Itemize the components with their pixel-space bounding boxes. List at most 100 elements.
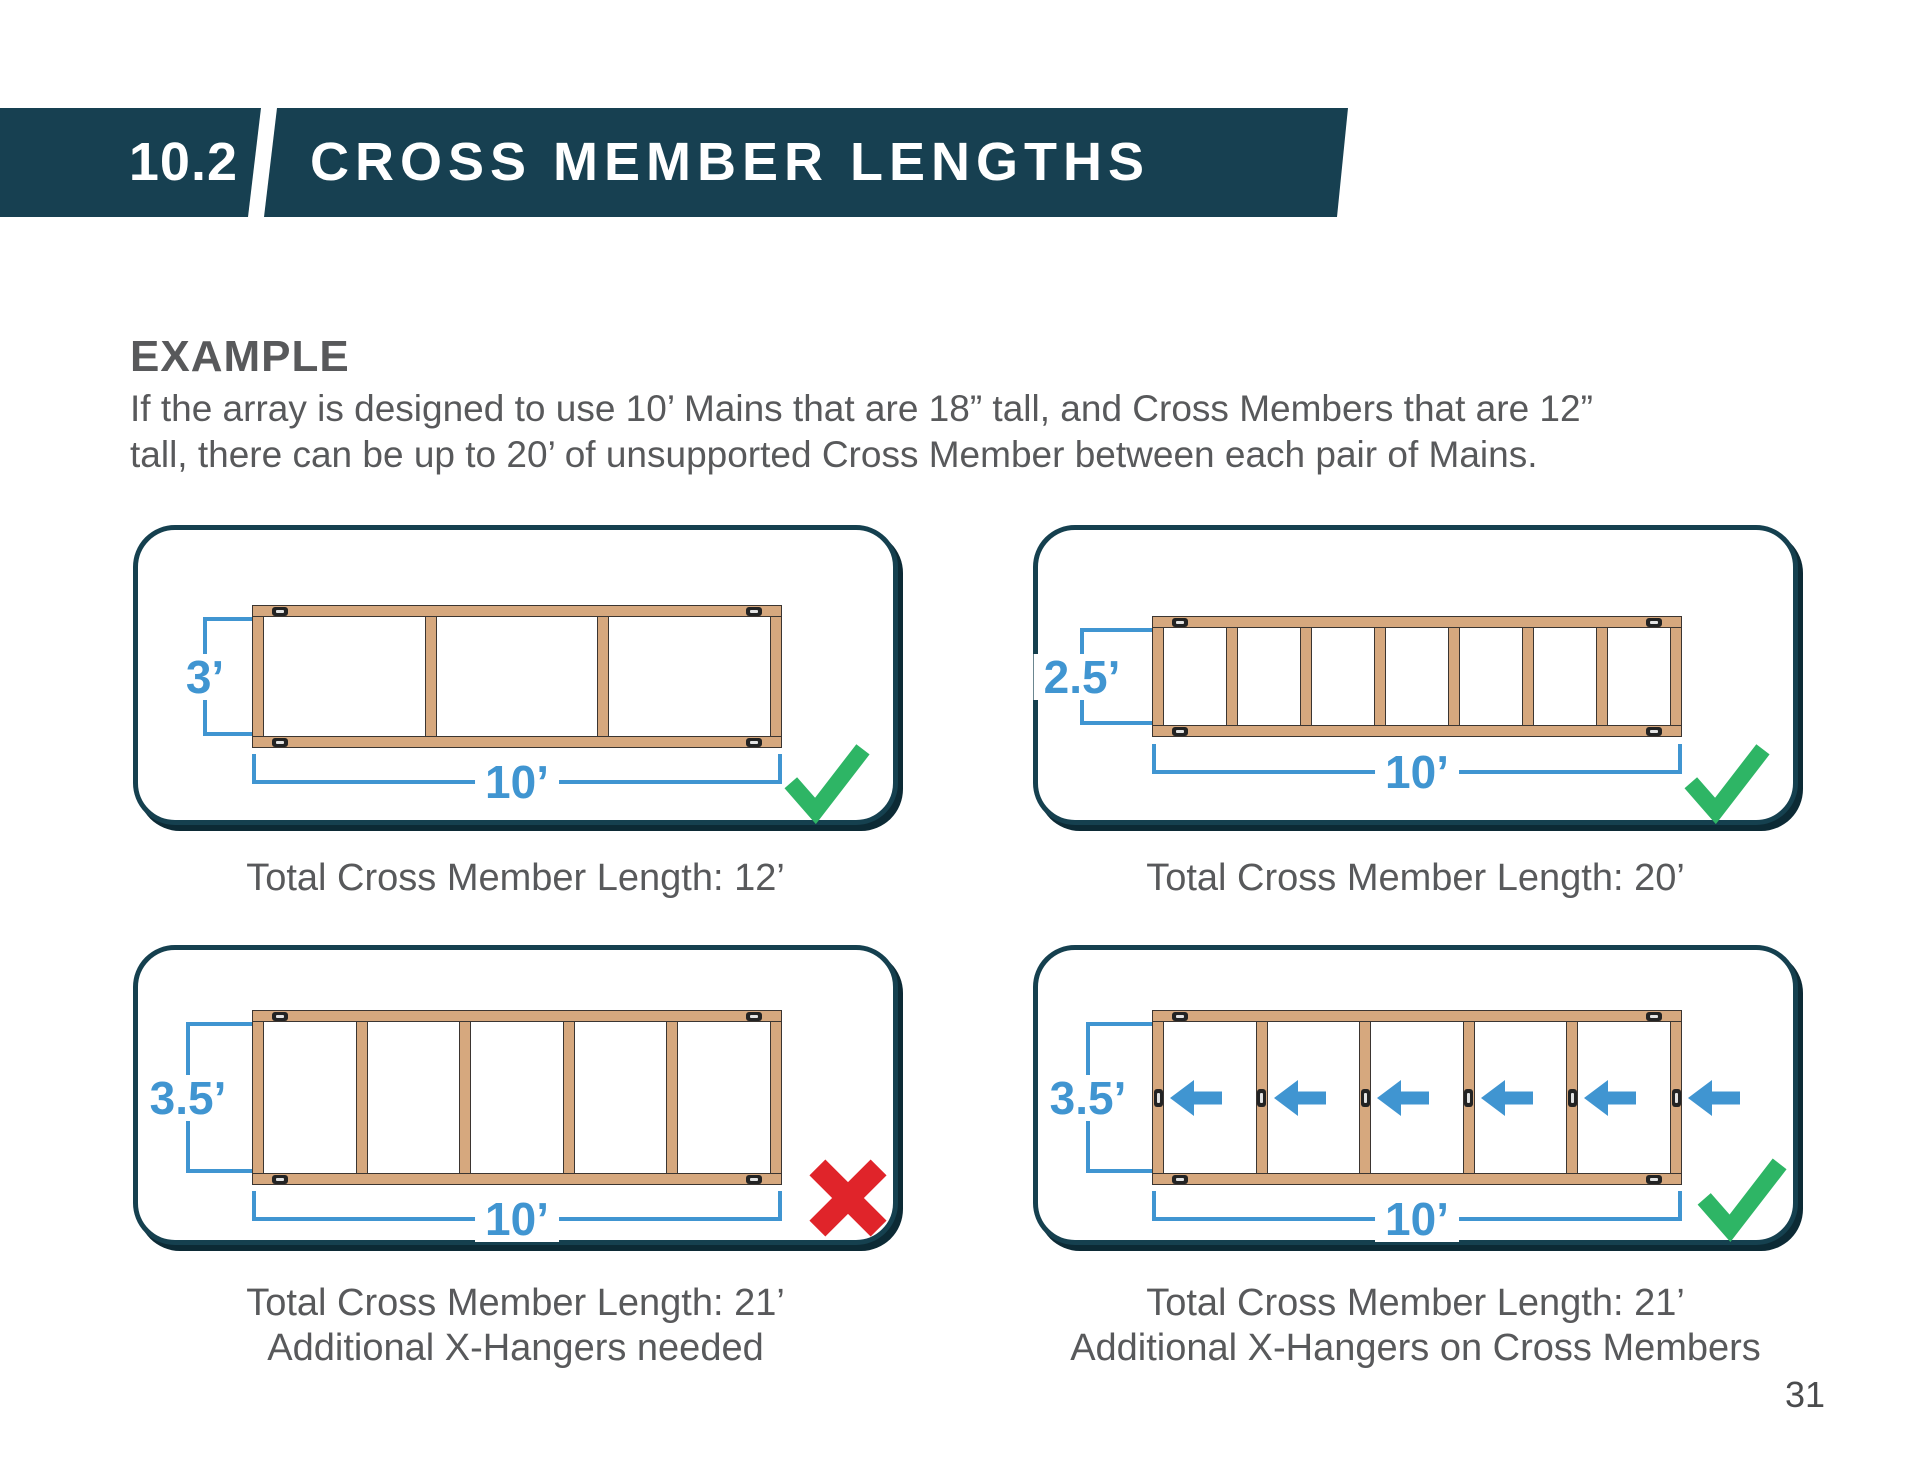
width-dimension-tick xyxy=(778,1191,782,1221)
check-icon xyxy=(782,737,870,825)
slot-opening xyxy=(1674,1092,1678,1103)
rail-slot xyxy=(746,1174,762,1184)
section-number: 10.2 xyxy=(128,132,238,192)
slot-opening xyxy=(750,740,758,744)
width-dimension-label: 10’ xyxy=(1375,749,1459,795)
rail-slot xyxy=(272,1011,288,1021)
cross-member xyxy=(1670,627,1682,726)
slot-opening xyxy=(1260,1092,1264,1103)
page-title: CROSS MEMBER LENGTHS xyxy=(310,132,1151,192)
caption-line: Total Cross Member Length: 12’ xyxy=(246,857,785,899)
slot-opening xyxy=(1650,1014,1658,1018)
slot-opening xyxy=(1176,620,1184,624)
slot-opening xyxy=(1156,1092,1160,1103)
slot-opening xyxy=(1650,620,1658,624)
example-heading: EXAMPLE xyxy=(130,332,350,381)
rail-slot xyxy=(1172,1174,1188,1184)
rail-slot xyxy=(746,1011,762,1021)
width-dimension-tick xyxy=(1678,744,1682,774)
width-dimension-tick xyxy=(778,754,782,784)
x-hanger-slot xyxy=(1153,1088,1163,1107)
ladder-diagram: 3.5’10’ xyxy=(133,945,898,1245)
left-arrow-icon xyxy=(1688,1079,1740,1116)
x-hanger-slot xyxy=(1257,1088,1267,1107)
left-arrow-icon xyxy=(1170,1079,1222,1116)
caption-line: Additional X-Hangers needed xyxy=(267,1327,764,1369)
example-body-line-2: tall, there can be up to 20’ of unsuppor… xyxy=(130,434,1538,475)
main-rail-top xyxy=(1152,1010,1682,1022)
cross-member xyxy=(597,616,610,737)
slot-opening xyxy=(1650,729,1658,733)
rail-slot xyxy=(272,1174,288,1184)
main-rail-top xyxy=(252,1010,782,1022)
example-body-line-1: If the array is designed to use 10’ Main… xyxy=(130,388,1593,429)
slot-opening xyxy=(1363,1092,1367,1103)
rail-slot xyxy=(272,606,288,616)
x-hanger-slot xyxy=(1671,1088,1681,1107)
ladder-diagram: 3.5’ 10’ xyxy=(1033,945,1798,1245)
main-rail-bottom xyxy=(1152,725,1682,737)
width-dimension-tick xyxy=(252,754,256,784)
ladder-diagram: 2.5’ 10’ xyxy=(1033,525,1798,825)
caption-line: Total Cross Member Length: 21’ xyxy=(246,1282,785,1324)
x-hanger-slot xyxy=(1567,1088,1577,1107)
slot-opening xyxy=(1176,729,1184,733)
check-icon xyxy=(1695,1151,1787,1243)
rail-slot xyxy=(272,737,288,747)
slot-opening xyxy=(750,1014,758,1018)
height-dimension-tick xyxy=(186,1022,252,1026)
main-rail-bottom xyxy=(1152,1173,1682,1185)
height-dimension-tick xyxy=(1080,628,1152,632)
cross-member xyxy=(252,616,264,737)
height-dimension-tick xyxy=(203,617,252,621)
cross-member xyxy=(252,1021,264,1174)
height-dimension-tick xyxy=(1086,1169,1152,1173)
example-card-bottom-left: 3.5’10’ xyxy=(133,945,898,1245)
main-rail-top xyxy=(1152,616,1682,628)
width-dimension-tick xyxy=(1152,1191,1156,1221)
rail-slot xyxy=(1646,1174,1662,1184)
height-dimension-tick xyxy=(203,732,252,736)
left-arrow-icon xyxy=(1377,1079,1430,1116)
cross-member xyxy=(562,1021,575,1174)
slot-opening xyxy=(276,740,284,744)
rail-slot xyxy=(746,737,762,747)
rail-slot xyxy=(1172,726,1188,736)
height-dimension-tick xyxy=(1086,1022,1152,1026)
x-hanger-slot xyxy=(1360,1088,1370,1107)
rail-slot xyxy=(1172,617,1188,627)
main-rail-bottom xyxy=(252,736,782,748)
cross-member xyxy=(666,1021,679,1174)
section-number-band-segment xyxy=(0,108,261,217)
card-caption: Total Cross Member Length: 12’ xyxy=(133,856,898,901)
slot-opening xyxy=(1467,1092,1471,1103)
width-dimension-tick xyxy=(252,1191,256,1221)
ladder-diagram: 3’ 10’ xyxy=(133,525,898,825)
left-arrow-icon xyxy=(1584,1079,1637,1116)
height-dimension-label: 3.5’ xyxy=(139,1074,237,1121)
card-caption: Total Cross Member Length: 21’ Additiona… xyxy=(133,1281,898,1371)
height-dimension-label: 2.5’ xyxy=(1033,653,1131,700)
section-title-band-segment xyxy=(264,108,1348,217)
example-card-top-right: 2.5’ 10’ xyxy=(1033,525,1798,825)
slot-opening xyxy=(1176,1014,1184,1018)
x-hanger-slot xyxy=(1464,1088,1474,1107)
cross-member xyxy=(355,1021,368,1174)
slot-opening xyxy=(1176,1177,1184,1181)
slot-opening xyxy=(750,1177,758,1181)
page-number: 31 xyxy=(1784,1374,1826,1415)
slot-opening xyxy=(1650,1177,1658,1181)
height-dimension-tick xyxy=(186,1169,252,1173)
card-caption: Total Cross Member Length: 20’ xyxy=(1033,856,1798,901)
caption-line: Additional X-Hangers on Cross Members xyxy=(1070,1327,1761,1369)
width-dimension-label: 10’ xyxy=(475,759,559,805)
rail-slot xyxy=(1646,726,1662,736)
left-arrow-icon xyxy=(1273,1079,1326,1116)
height-dimension-label: 3.5’ xyxy=(1039,1074,1137,1121)
check-icon xyxy=(1682,737,1770,825)
width-dimension-label: 10’ xyxy=(1375,1196,1459,1242)
height-dimension-tick xyxy=(1080,721,1152,725)
height-dimension-label: 3’ xyxy=(175,653,235,700)
slot-opening xyxy=(750,609,758,613)
